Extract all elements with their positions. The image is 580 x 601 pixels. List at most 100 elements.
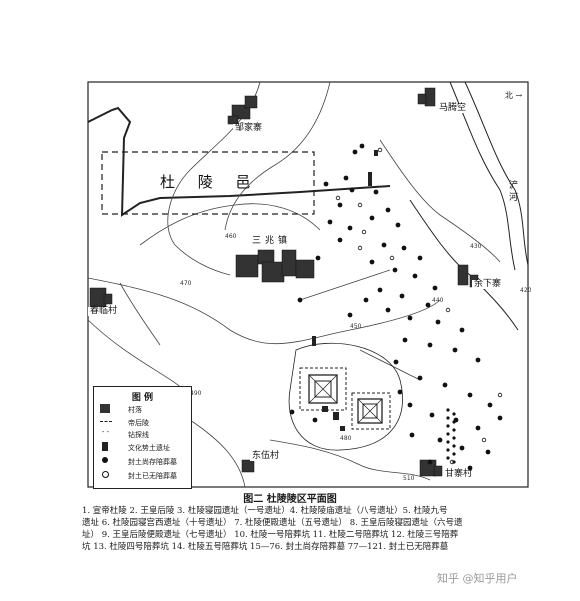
tomb-marker-filled (377, 287, 383, 293)
legend: 图 例 村落 帝后陵 - -钻探线 文化势土遗址 封土尚存陪葬墓 封土已无陪葬墓 (93, 386, 192, 489)
tomb-marker-filled (289, 409, 295, 415)
figure-notes: 1. 宣帝杜陵 2. 王皇后陵 3. 杜陵寝园遗址（一号遗址）4. 杜陵陵庙遗址… (82, 505, 522, 553)
label-duling-town: 杜 陵 邑 (160, 173, 260, 191)
note-line: 1. 宣帝杜陵 2. 王皇后陵 3. 杜陵寝园遗址（一号遗址）4. 杜陵陵庙遗址… (82, 506, 448, 516)
tomb-marker-filled (487, 402, 493, 408)
note-line: 坑 13. 杜陵四号陪葬坑 14. 杜陵五号陪葬坑 15—76. 封土尚存陪葬墓… (82, 542, 449, 552)
tomb-marker-filled (497, 415, 503, 421)
tomb-marker-filled (363, 297, 369, 303)
label-yuxiaozhai: 余下寨 (472, 279, 504, 289)
tomb-marker-filled (427, 459, 433, 465)
tomb-marker-filled (393, 359, 399, 365)
tomb-marker-filled (397, 389, 403, 395)
tomb-marker-filled (327, 219, 333, 225)
road (87, 106, 391, 217)
satellite-tombs (289, 143, 503, 471)
legend-item: 封土尚存陪葬墓 (102, 457, 177, 467)
note-line: 址） 9. 王皇后陵便殿遗址（七号遗址） 10. 杜陵一号陪葬坑 11. 杜陵二… (82, 530, 459, 540)
legend-item: 封土已无陪葬墓 (102, 471, 177, 481)
contour-label: 510 (403, 475, 415, 482)
tomb-marker-filled (459, 445, 465, 451)
legend-label: 封土已无陪葬墓 (128, 472, 177, 480)
tomb-marker-filled (401, 245, 407, 251)
short-dashes-icon: - - (102, 428, 109, 436)
contour-label: 460 (225, 233, 237, 240)
tomb-marker-filled (297, 297, 303, 303)
contour-label: 490 (190, 390, 202, 397)
tomb-marker-filled (369, 259, 375, 265)
tomb-marker-filled (412, 273, 418, 279)
open-dot-icon (102, 471, 109, 478)
label-dongwucun: 东伍村 (250, 451, 282, 461)
tomb-marker-filled (407, 402, 413, 408)
north-arrow: 北 → (505, 90, 522, 101)
tomb-marker-filled (446, 440, 450, 444)
contour-label: 440 (432, 297, 444, 304)
tomb-marker-filled (432, 285, 438, 291)
tomb-marker-open (481, 437, 487, 443)
tomb-marker-filled (407, 315, 413, 321)
dashed-line-icon (100, 421, 112, 422)
contour-lines (87, 81, 501, 488)
tomb-marker-filled (427, 342, 433, 348)
tomb-marker-open (497, 392, 503, 398)
contour-label: 470 (180, 280, 192, 287)
tomb-marker-filled (452, 428, 456, 432)
label-matengkong: 马腾空 (437, 103, 469, 113)
legend-item: 村落 (100, 404, 142, 415)
tomb-marker-open (389, 255, 395, 261)
tomb-marker-filled (446, 448, 450, 452)
watermark: 知乎 @知乎用户 (437, 572, 518, 585)
tomb-marker-filled (446, 424, 450, 428)
contour-label: 430 (470, 243, 482, 250)
label-ganzhaicun: 甘寨村 (443, 469, 475, 479)
tomb-marker-filled (323, 181, 329, 187)
legend-label: 帝后陵 (128, 419, 149, 427)
tomb-marker-filled (402, 337, 408, 343)
tomb-marker-filled (369, 215, 375, 221)
label-river: 浐 河 (507, 180, 517, 201)
tomb-marker-filled (452, 420, 456, 424)
label-sanzhao: 三兆镇 (252, 236, 292, 246)
tomb-marker-filled (395, 222, 401, 228)
filled-dot-icon (102, 457, 108, 463)
tomb-marker-filled (446, 432, 450, 436)
tomb-marker-filled (392, 267, 398, 273)
tomb-marker-filled (475, 357, 481, 363)
duling-town-outline (101, 151, 315, 215)
tomb-marker-filled (409, 432, 415, 438)
tomb-marker-filled (315, 255, 321, 261)
legend-label: 村落 (128, 406, 142, 414)
tomb-marker-filled (343, 175, 349, 181)
tomb-marker-filled (452, 412, 456, 416)
tomb-marker-open (361, 229, 367, 235)
legend-item: - - 钻探线 (102, 428, 149, 440)
village-block-icon (100, 404, 110, 413)
tomb-marker-filled (452, 452, 456, 456)
tomb-marker-filled (475, 425, 481, 431)
tomb-marker-filled (417, 375, 423, 381)
tomb-marker-filled (349, 187, 355, 193)
legend-item: 帝后陵 (100, 418, 149, 428)
tomb-marker-filled (437, 437, 443, 443)
north-arrow-icon: → (515, 91, 523, 100)
village-blocks (89, 87, 479, 477)
tomb-marker-open (377, 147, 383, 153)
tomb-marker-filled (399, 293, 405, 299)
contour-label: 450 (350, 323, 362, 330)
tomb-marker-open (357, 202, 363, 208)
tomb-marker-filled (446, 416, 450, 420)
label-chunlincun: 春临村 (88, 306, 120, 316)
map-frame (87, 81, 529, 488)
tomb-marker-filled (452, 460, 456, 464)
tomb-marker-filled (373, 189, 379, 195)
tomb-marker-filled (352, 149, 358, 155)
hatch-icon (102, 442, 108, 451)
note-line: 遗址 6. 杜陵园寝宫西遗址（十号遗址） 7. 杜陵便殿遗址（五号遗址） 8. … (82, 518, 463, 528)
contour-label: 420 (520, 287, 532, 294)
legend-label: 文化势土遗址 (128, 444, 170, 452)
tomb-marker-filled (452, 436, 456, 440)
contour-label: 480 (340, 435, 352, 442)
legend-label: 钻探线 (128, 431, 149, 439)
tomb-marker-filled (359, 143, 365, 149)
